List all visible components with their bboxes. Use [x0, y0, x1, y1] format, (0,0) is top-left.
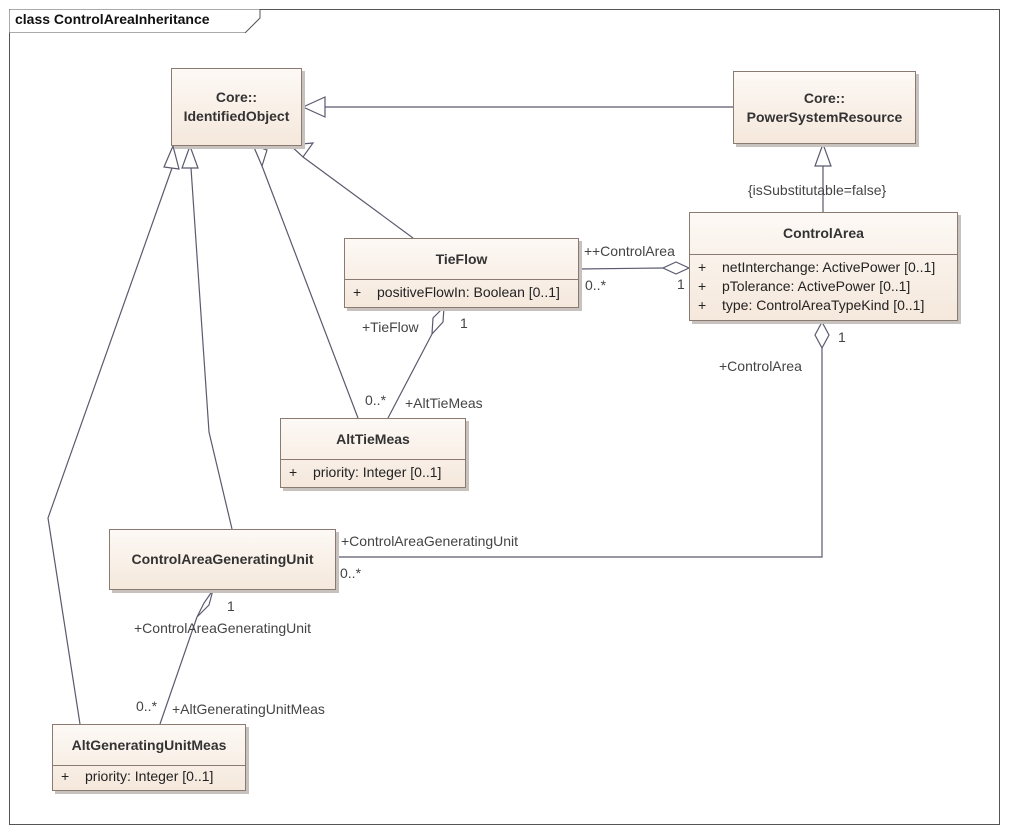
attribute-compartment: + positiveFlowIn: Boolean [0..1]	[345, 279, 578, 306]
class-power-system-resource[interactable]: Core:: PowerSystemResource	[733, 71, 916, 144]
aggregation-diamond	[814, 320, 830, 350]
class-tie-flow[interactable]: TieFlow + positiveFlowIn: Boolean [0..1]	[344, 238, 579, 308]
attribute-visibility: +	[289, 464, 298, 480]
generalization-arrowhead	[301, 96, 326, 118]
generalization-arrowhead	[163, 144, 180, 170]
attribute-text: priority: Integer [0..1]	[313, 464, 442, 480]
generalization-arrowhead	[181, 144, 199, 169]
association-cagu-altgenmeas	[159, 616, 198, 725]
attribute-row: + positiveFlowIn: Boolean [0..1]	[353, 283, 572, 302]
class-name: ControlArea	[783, 225, 864, 241]
association-role-label: +ControlAreaGeneratingUnit	[134, 620, 312, 636]
association-role-label: +ControlAreaGeneratingUnit	[341, 533, 519, 549]
association-multiplicity: 0..*	[340, 565, 362, 581]
class-control-area-generating-unit[interactable]: ControlAreaGeneratingUnit	[109, 529, 336, 590]
association-tieflow-controlarea	[577, 267, 664, 270]
generalization-arrowhead	[814, 142, 832, 167]
attribute-visibility: +	[698, 259, 707, 275]
generalization-tieflow-to-identifiedobject	[302, 156, 414, 239]
generalization-cagu-to-identifiedobject	[190, 167, 233, 530]
diagram-frame	[9, 9, 1000, 825]
attribute-visibility: +	[698, 278, 707, 294]
attribute-visibility: +	[698, 297, 707, 313]
attribute-row: + priority: Integer [0..1]	[61, 767, 239, 786]
attribute-row: + netInterchange: ActivePower [0..1]	[698, 258, 951, 277]
association-role-label: +ControlArea	[719, 358, 802, 374]
attribute-text: pTolerance: ActivePower [0..1]	[722, 278, 911, 294]
association-plus-marker: +	[584, 243, 593, 259]
association-tieflow-alttiemeas	[387, 333, 433, 419]
attribute-row: + type: ControlAreaTypeKind [0..1]	[698, 296, 951, 315]
attribute-text: priority: Integer [0..1]	[85, 768, 214, 784]
attribute-visibility: +	[353, 284, 362, 300]
diagram-title: class ControlAreaInheritance	[15, 11, 210, 27]
aggregation-diamond	[431, 305, 445, 336]
association-controlarea-cagu	[335, 348, 823, 558]
class-alt-generating-unit-meas[interactable]: AltGeneratingUnitMeas + priority: Intege…	[52, 724, 246, 791]
class-name: AltTieMeas	[336, 430, 410, 447]
attribute-compartment: + priority: Integer [0..1]	[281, 459, 465, 486]
generalization-alttiemeas-to-identifiedobject	[261, 165, 359, 419]
association-role-label: +AltGeneratingUnitMeas	[172, 701, 325, 717]
association-role-label: +AltTieMeas	[405, 395, 483, 411]
association-role-label: +TieFlow	[362, 319, 419, 335]
class-package: Core::	[215, 89, 258, 105]
attribute-text: type: ControlAreaTypeKind [0..1]	[722, 297, 925, 313]
association-multiplicity: 1	[227, 598, 235, 614]
class-name: AltGeneratingUnitMeas	[71, 736, 227, 753]
class-identified-object[interactable]: Core:: IdentifiedObject	[171, 68, 302, 146]
generalization-constraint-label: {isSubstitutable=false}	[748, 182, 887, 198]
class-name: IdentifiedObject	[183, 108, 290, 124]
class-package: Core::	[803, 89, 846, 106]
generalization-altgenmeas-to-identifiedobject	[47, 167, 173, 725]
attribute-compartment: + priority: Integer [0..1]	[53, 765, 245, 790]
association-multiplicity: 1	[460, 315, 468, 331]
class-control-area[interactable]: ControlArea + netInterchange: ActivePowe…	[689, 212, 958, 321]
aggregation-diamond	[661, 261, 691, 275]
association-multiplicity: 0..*	[136, 698, 158, 714]
attribute-visibility: +	[61, 768, 70, 784]
association-multiplicity: 1	[838, 329, 846, 345]
class-name: ControlAreaGeneratingUnit	[131, 551, 314, 567]
association-role-label: +ControlArea	[592, 243, 675, 259]
attribute-compartment: + netInterchange: ActivePower [0..1] + p…	[690, 254, 957, 319]
attribute-text: netInterchange: ActivePower [0..1]	[722, 259, 936, 275]
generalization-arrowhead	[251, 143, 268, 168]
class-name: TieFlow	[435, 250, 488, 267]
attribute-text: positiveFlowIn: Boolean [0..1]	[377, 284, 560, 300]
association-multiplicity: 1	[677, 276, 685, 292]
attribute-row: + priority: Integer [0..1]	[289, 463, 459, 482]
association-multiplicity: 0..*	[365, 392, 387, 408]
attribute-row: + pTolerance: ActivePower [0..1]	[698, 277, 951, 296]
class-alt-tie-meas[interactable]: AltTieMeas + priority: Integer [0..1]	[280, 418, 466, 488]
class-name: PowerSystemResource	[746, 108, 903, 125]
frame-title-tab	[9, 9, 261, 33]
aggregation-diamond	[196, 589, 214, 618]
association-multiplicity: 0..*	[585, 277, 607, 293]
